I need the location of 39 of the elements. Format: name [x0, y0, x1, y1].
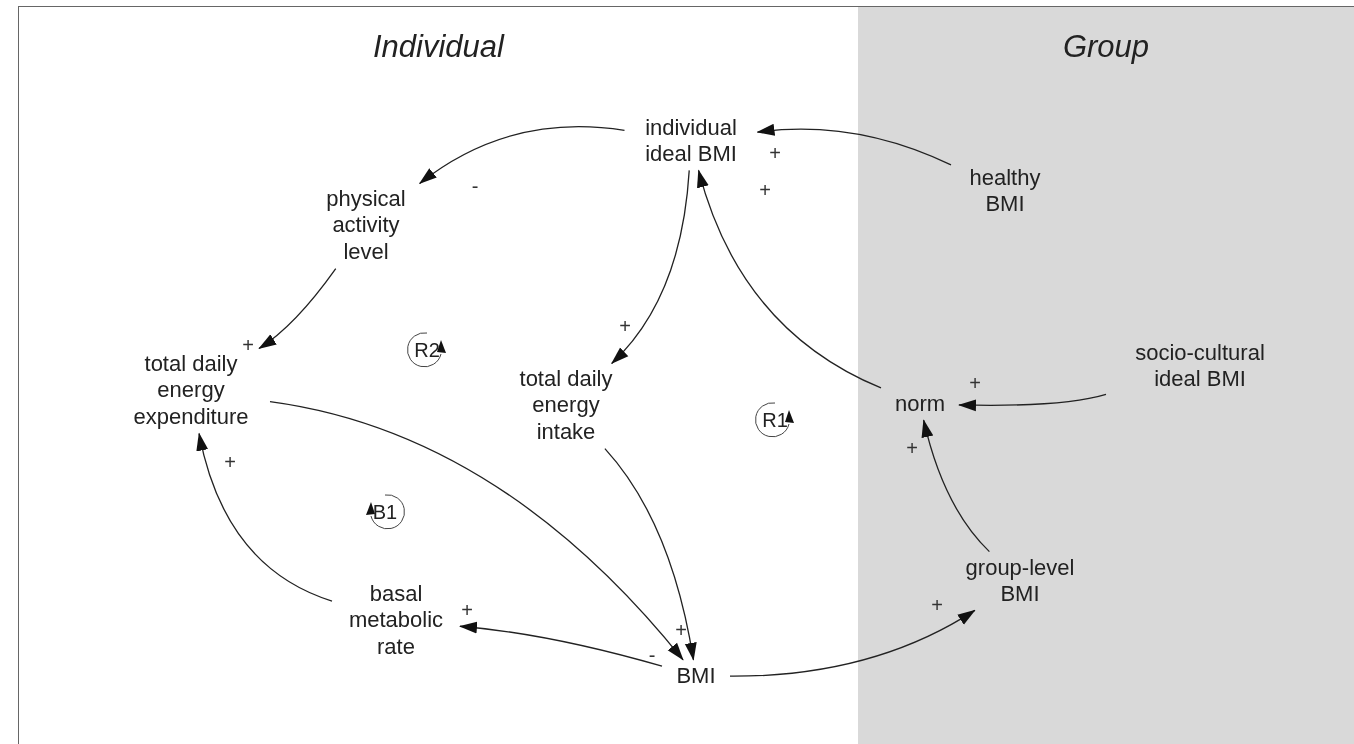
variable-label: group-level BMI — [964, 554, 1076, 608]
variable-label: socio-cultural ideal BMI — [1134, 339, 1266, 393]
causal-link-arrow — [418, 126, 626, 185]
causal-link-arrow — [729, 609, 976, 677]
variable-label: BMI — [676, 662, 716, 690]
causal-link-arrow — [459, 621, 663, 667]
causal-link-arrow — [269, 400, 684, 661]
causal-link-arrow — [697, 169, 882, 389]
region-band — [18, 6, 858, 744]
polarity-sign: - — [648, 645, 656, 665]
causal-link-arrow — [921, 419, 991, 553]
causal-link-arrow — [604, 447, 697, 661]
variable-label: basal metabolic rate — [347, 581, 445, 661]
region-heading: Individual — [372, 29, 506, 65]
loop-label: B1 — [372, 502, 398, 522]
region-heading: Group — [1061, 29, 1151, 65]
polarity-sign: + — [675, 620, 687, 640]
polarity-sign: - — [471, 176, 479, 196]
causal-link-arrow — [258, 267, 337, 350]
polarity-sign: + — [906, 438, 918, 458]
polarity-sign: + — [461, 600, 473, 620]
causal-link-arrow — [958, 393, 1107, 412]
polarity-sign: + — [619, 316, 631, 336]
polarity-sign: + — [969, 373, 981, 393]
causal-link-arrow — [756, 124, 952, 166]
variable-label: physical activity level — [325, 186, 407, 266]
polarity-sign: + — [759, 180, 771, 200]
polarity-sign: + — [931, 595, 943, 615]
variable-label: individual ideal BMI — [644, 114, 738, 168]
loop-label: R1 — [762, 410, 788, 430]
variable-label: total daily energy intake — [518, 366, 614, 446]
variable-label: healthy BMI — [968, 164, 1042, 218]
variable-label: norm — [894, 390, 946, 418]
polarity-sign: + — [769, 143, 781, 163]
region-band — [858, 6, 1354, 744]
loop-label: R2 — [414, 340, 440, 360]
causal-link-arrow — [611, 169, 690, 365]
causal-link-arrow — [196, 432, 333, 602]
polarity-sign: + — [224, 452, 236, 472]
